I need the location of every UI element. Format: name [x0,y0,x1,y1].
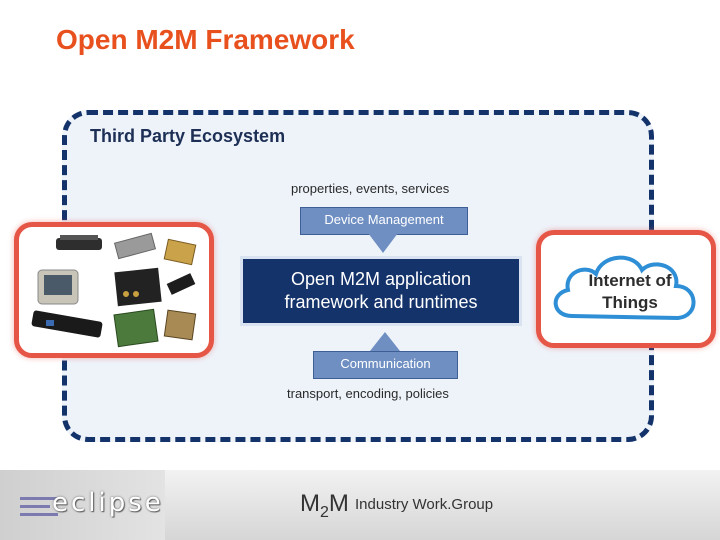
device-photos [31,232,197,348]
core-line-2: framework and runtimes [284,292,478,312]
cloud-icon [553,255,696,321]
m2m-first: M [300,490,320,517]
eclipse-stripe-1 [20,497,58,500]
ecosystem-label: Third Party Ecosystem [90,126,286,146]
eclipse-stripe-2 [20,505,50,508]
working-group-label: Industry Work.Group [355,496,494,513]
slide-title: Open M2M Framework [56,24,355,55]
controller-device [31,310,103,338]
internet-of-things-label: Internet of Things [570,270,690,314]
eclipse-logo: eclipse [52,488,164,518]
modem-device [113,232,157,260]
iot-line-2: Things [602,293,658,312]
bottom-arrow-caption: transport, encoding, policies [287,386,449,401]
communication-box: Communication [313,351,458,379]
up-arrow [370,332,400,351]
down-arrow [368,233,398,253]
m2m-logo: M2M [300,490,349,522]
router-device [56,238,102,250]
module-device [166,273,196,295]
board-device [163,238,197,266]
gateway-device [114,267,162,307]
core-line-1: Open M2M application [290,269,472,289]
m2m-subscript: 2 [320,504,329,521]
eclipse-stripe-3 [20,513,58,516]
top-arrow-caption: properties, events, services [291,181,450,196]
pcb-device [113,308,159,348]
chip-device [163,309,197,341]
device-management-box: Device Management [300,207,468,235]
core-framework-box: Open M2M application framework and runti… [240,256,522,326]
m2m-last: M [328,490,349,517]
iot-line-1: Internet of [588,271,672,290]
